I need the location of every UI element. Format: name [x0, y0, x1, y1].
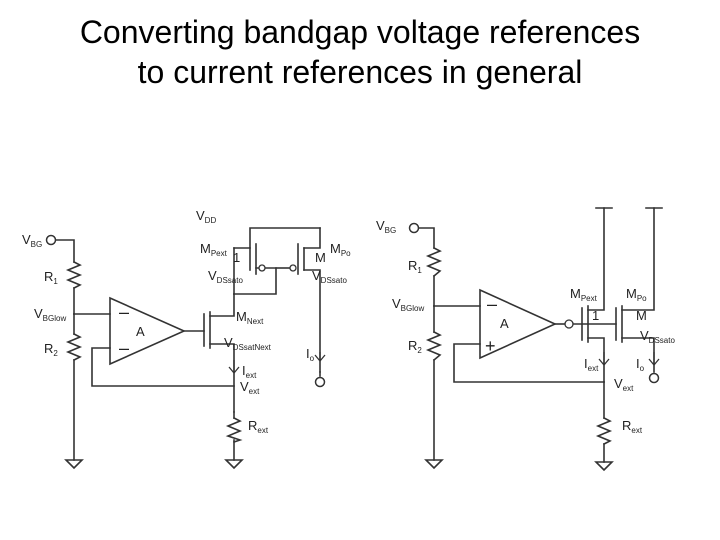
- left-io-arrow-icon: [314, 352, 326, 363]
- right-io-label: Io: [636, 356, 645, 373]
- left-amp-minus-bottom: –: [119, 338, 129, 358]
- right-vbg-label: VBG: [376, 218, 396, 235]
- right-rext-label: Rext: [622, 418, 643, 435]
- right-r2-label: R2: [408, 338, 422, 355]
- left-vbglow-label: VBGlow: [34, 306, 66, 323]
- left-iext-label: Iext: [242, 363, 257, 380]
- slide-title: Converting bandgap voltage references to…: [0, 12, 720, 92]
- right-vbg-terminal: [408, 222, 420, 234]
- right-amp-minus: –: [487, 294, 497, 314]
- left-vdssatnext-label: VDSsatNext: [224, 335, 272, 352]
- left-vdd-label: VDD: [196, 208, 216, 225]
- right-amp-label: A: [500, 316, 509, 331]
- left-ground-icon-1: [64, 459, 84, 470]
- left-io-terminal: [314, 376, 326, 388]
- left-mpext-label: MPext: [200, 241, 228, 258]
- right-iext-arrow-icon: [598, 352, 610, 367]
- left-iext-arrow-icon: [228, 360, 240, 375]
- right-io-arrow-icon: [648, 352, 660, 367]
- right-r2-resistor: [425, 330, 443, 362]
- left-r2-resistor: [65, 332, 83, 362]
- right-ground-icon-1: [424, 459, 444, 470]
- right-r1-label: R1: [408, 258, 422, 275]
- left-io-label: Io: [306, 346, 315, 363]
- left-rext-resistor: [225, 416, 243, 444]
- left-ground-icon-2: [224, 459, 244, 470]
- left-mpext-gate-bubble: [258, 264, 266, 272]
- left-mnext-label: MNext: [236, 309, 264, 326]
- left-r1-label: R1: [44, 269, 58, 286]
- right-vbglow-label: VBGlow: [392, 296, 424, 313]
- left-wires: [55, 227, 321, 461]
- left-amp-minus-top: –: [119, 302, 129, 322]
- left-amp-label: A: [136, 324, 145, 339]
- left-mpext-ratio: 1: [233, 250, 240, 265]
- left-vdssat-right-label: VDSsato: [312, 268, 347, 285]
- right-mpo-label: MPo: [626, 286, 647, 303]
- left-vbg-terminal: [45, 234, 57, 246]
- left-r2-label: R2: [44, 341, 58, 358]
- left-mpo-gate-bubble: [289, 264, 297, 272]
- right-rext-resistor: [595, 416, 613, 446]
- left-vdssat-left-label: VDSsato: [208, 268, 243, 285]
- left-mpo-label: MPo: [330, 241, 351, 258]
- right-mpext-label: MPext: [570, 286, 598, 303]
- right-iext-label: Iext: [584, 356, 599, 373]
- right-io-terminal: [648, 372, 660, 384]
- right-mpext-gate-bubble: [564, 319, 574, 329]
- left-r1-resistor: [65, 260, 83, 290]
- right-amp-plus: +: [485, 336, 496, 356]
- right-ground-icon-2: [594, 461, 614, 472]
- title-line-2: to current references in general: [137, 54, 583, 90]
- right-vdssat-label: VDSsato: [640, 328, 675, 345]
- right-mpo-m-label: M: [636, 308, 647, 323]
- left-mpo-m-label: M: [315, 250, 326, 265]
- left-vext-label: Vext: [240, 379, 260, 396]
- right-wires: [418, 207, 663, 463]
- left-rext-label: Rext: [248, 418, 269, 435]
- right-circuit: VBG R1 VBGlow R2 – + A MPext 1 MPo M VDS…: [376, 207, 675, 472]
- title-line-1: Converting bandgap voltage references: [79, 14, 641, 50]
- right-vext-label: Vext: [614, 376, 634, 393]
- right-r1-resistor: [425, 246, 443, 278]
- left-circuit: VBG R1 VBGlow R2 – – A VDD MPext 1 MPo M…: [22, 208, 351, 470]
- right-mpext-ratio: 1: [592, 308, 599, 323]
- left-vbg-label: VBG: [22, 232, 42, 249]
